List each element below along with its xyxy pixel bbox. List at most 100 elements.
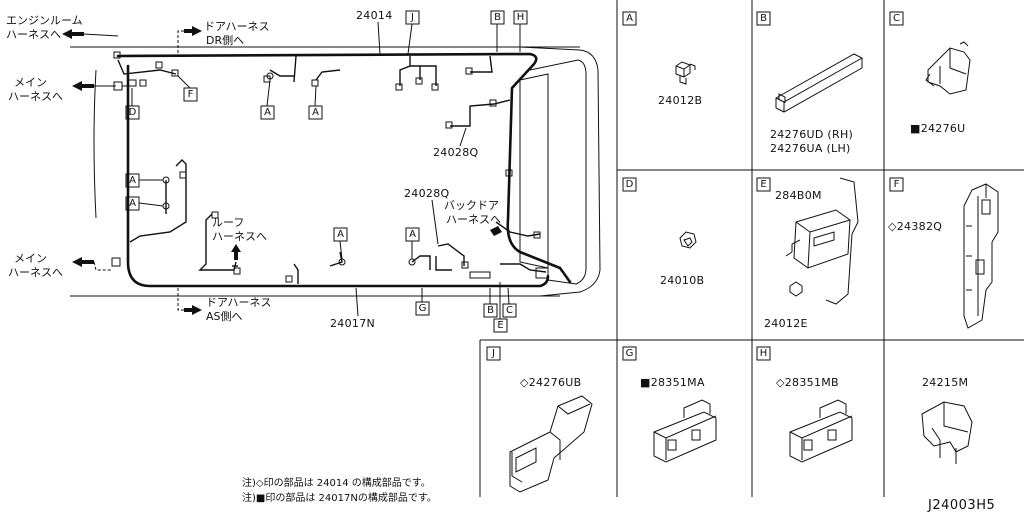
label-back-door-harness: バックドア ハーネスへ <box>444 199 501 226</box>
part-24014-label: 24014 <box>356 9 393 55</box>
svg-text:メイン: メイン <box>14 252 47 265</box>
svg-text:ハーネスへ: ハーネスへ <box>6 28 61 41</box>
callout-H: H <box>513 10 528 52</box>
callout-J: J <box>405 10 420 55</box>
svg-text:J: J <box>410 12 414 23</box>
arrow-right-icon <box>184 305 202 315</box>
svg-text:C: C <box>506 305 513 316</box>
part-label-24276UB: ◇24276UB <box>520 376 581 389</box>
panel-letter-C: C <box>889 11 904 26</box>
part-24028Q-label-a: 24028Q <box>433 127 478 159</box>
arrow-right-icon <box>184 26 202 36</box>
callout-B-bottom: B <box>483 288 498 318</box>
svg-text:A: A <box>129 175 136 186</box>
part-label-24276UD: 24276UD (RH) <box>770 128 853 141</box>
part-24017N-label: 24017N <box>330 287 375 330</box>
arrow-up-icon <box>231 244 241 260</box>
diagram-code: J24003H5 <box>927 498 995 512</box>
callout-B-top: B <box>490 10 505 52</box>
svg-text:メイン: メイン <box>14 76 47 89</box>
part-label-28351MA: ■28351MA <box>640 376 705 389</box>
svg-text:AS側へ: AS側へ <box>206 310 243 323</box>
svg-text:G: G <box>626 348 634 359</box>
panel-letter-F: F <box>889 177 904 192</box>
label-engine-room-harness: エンジンルーム ハーネスへ <box>6 14 119 41</box>
svg-text:ハーネスへ: ハーネスへ <box>8 90 63 103</box>
bolt-24012B-icon: 24012B <box>658 61 702 107</box>
part-label-24382Q: ◇24382Q <box>888 220 942 233</box>
panel-letter-H: H <box>756 346 771 361</box>
part-label-24215M: 24215M <box>922 376 968 389</box>
svg-text:ドアハーネス: ドアハーネス <box>204 20 270 33</box>
vehicle-outline <box>70 46 601 297</box>
svg-text:ハーネスへ: ハーネスへ <box>8 266 63 279</box>
panel-letter-E: E <box>756 177 771 192</box>
callout-A-6: A <box>405 227 420 259</box>
svg-text:24014: 24014 <box>356 9 393 22</box>
callout-A-4: A <box>125 196 164 211</box>
label-main-harness-bottom: メイン ハーネスへ <box>8 252 121 279</box>
arrow-left-icon <box>72 257 94 267</box>
svg-text:ルーフ: ルーフ <box>212 216 244 229</box>
svg-text:C: C <box>893 13 900 24</box>
panel-letter-G: G <box>622 346 637 361</box>
svg-text:H: H <box>760 348 768 359</box>
harness-24014 <box>116 52 572 284</box>
arrow-left-icon <box>72 81 94 91</box>
svg-text:B: B <box>487 305 494 316</box>
label-roof-harness: ルーフ ハーネスへ <box>212 216 267 260</box>
svg-text:A: A <box>626 13 633 24</box>
arrow-left-icon <box>62 29 84 39</box>
svg-text:24028Q: 24028Q <box>404 187 449 200</box>
control-module-284B0M-icon: 284B0M 24012E <box>764 177 859 330</box>
note-line-1: 注)◇印の部品は 24014 の構成部品です。 <box>242 476 431 489</box>
clip-24010B-icon: 24010B <box>660 231 704 287</box>
note-line-2: 注)■印の部品は 24017Nの構成部品です。 <box>242 491 437 504</box>
svg-text:24028Q: 24028Q <box>433 146 478 159</box>
part-label-28351MB: ◇28351MB <box>776 376 839 389</box>
svg-text:A: A <box>312 107 319 118</box>
svg-text:E: E <box>760 179 766 190</box>
svg-text:A: A <box>409 229 416 240</box>
clip-strip-24276U-icon: 24276UD (RH) 24276UA (LH) <box>770 53 863 155</box>
label-door-harness-as: ドアハーネス AS側へ <box>177 288 272 323</box>
svg-text:G: G <box>419 303 427 314</box>
svg-text:A: A <box>337 229 344 240</box>
svg-text:ハーネスへ: ハーネスへ <box>446 213 501 226</box>
callout-A-5: A <box>333 227 348 260</box>
parts-panel-grid <box>479 0 1024 497</box>
svg-text:B: B <box>760 13 767 24</box>
clip-24276U-icon: ■24276U <box>910 41 971 135</box>
callout-E: E <box>493 282 508 333</box>
part-label-24276U: ■24276U <box>910 122 966 135</box>
callout-D: D <box>125 88 140 120</box>
svg-text:ハーネスへ: ハーネスへ <box>212 230 267 243</box>
bracket-24215M-icon: 24215M <box>921 376 973 464</box>
cover-24276UB-icon: ◇24276UB <box>509 376 593 493</box>
svg-text:ドアハーネス: ドアハーネス <box>206 296 272 309</box>
callout-G: G <box>415 288 430 316</box>
callout-F: F <box>177 75 198 102</box>
connector-28351MB-icon: ◇28351MB <box>776 376 853 463</box>
svg-text:F: F <box>894 179 900 190</box>
harness-24017N <box>126 64 550 288</box>
part-label-24276UA: 24276UA (LH) <box>770 142 851 155</box>
svg-text:A: A <box>264 107 271 118</box>
svg-text:H: H <box>517 12 525 23</box>
svg-text:J: J <box>491 348 495 359</box>
callout-A-2: A <box>308 85 323 120</box>
svg-text:DR側へ: DR側へ <box>206 34 244 47</box>
part-24028Q-label-b: 24028Q <box>404 187 449 245</box>
part-label-24012E: 24012E <box>764 317 808 330</box>
part-label-24012B: 24012B <box>658 94 702 107</box>
part-label-284B0M: 284B0M <box>775 189 822 202</box>
callout-C: C <box>502 287 517 318</box>
callout-A-3: A <box>125 173 163 188</box>
protector-24382Q-icon: ◇24382Q <box>888 183 999 329</box>
svg-text:バックドア: バックドア <box>444 199 499 212</box>
svg-text:B: B <box>494 12 501 23</box>
panel-letter-J: J <box>486 346 501 361</box>
callout-A-1: A <box>260 79 275 120</box>
svg-text:24017N: 24017N <box>330 317 375 330</box>
